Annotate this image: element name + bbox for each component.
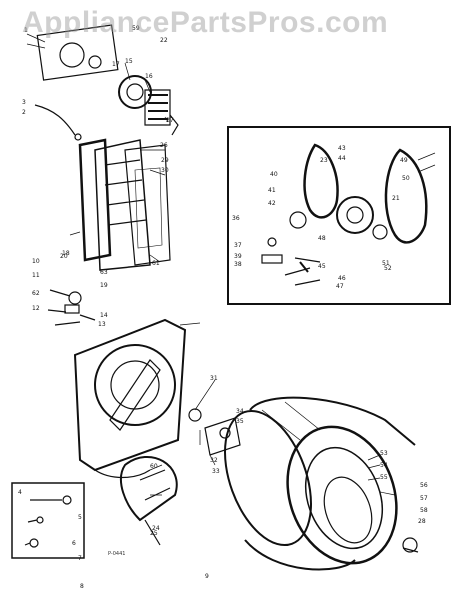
part-label-15: 15 <box>125 58 133 65</box>
part-label-27: 27 <box>166 117 174 124</box>
part-label-16: 16 <box>145 73 153 80</box>
left-small-parts <box>47 289 96 326</box>
part-label-62: 62 <box>32 290 40 297</box>
part-label-19: 19 <box>100 282 108 289</box>
part-label-12: 12 <box>32 305 40 312</box>
part-label-63: 63 <box>100 269 108 276</box>
part-label-17: 17 <box>112 61 120 68</box>
part-label-4: 4 <box>18 489 22 496</box>
part-label-10: 10 <box>32 258 40 265</box>
leader-lines <box>26 33 436 496</box>
part-label-53: 53 <box>380 450 388 457</box>
part-label-24: 24 <box>152 525 160 532</box>
part-label-39: 39 <box>234 253 242 260</box>
part-label-61: 61 <box>152 260 160 267</box>
blower-assembly <box>36 24 179 136</box>
part-label-32: 32 <box>210 457 218 464</box>
part-label-36: 36 <box>232 215 240 222</box>
part-label-55: 55 <box>380 474 388 481</box>
part-label-3: 3 <box>22 99 26 106</box>
part-label-30: 30 <box>161 167 169 174</box>
part-label-6: 6 <box>72 540 76 547</box>
part-label-54: 54 <box>380 462 388 469</box>
part-label-5: 5 <box>78 514 82 521</box>
part-label-29: 29 <box>161 157 169 164</box>
part-label-35: 35 <box>236 418 244 425</box>
part-label-25: 25 <box>150 530 158 537</box>
part-label-37: 37 <box>234 242 242 249</box>
part-label-21: 21 <box>392 195 400 202</box>
part-label-44: 44 <box>338 155 346 162</box>
part-label-22: 22 <box>160 37 168 44</box>
part-label-31: 31 <box>210 375 218 382</box>
part-label-60: 60 <box>150 463 158 470</box>
part-label-49: 49 <box>400 157 408 164</box>
part-label-1: 1 <box>24 27 28 34</box>
part-label-47: 47 <box>336 283 344 290</box>
drive-motor <box>120 455 178 546</box>
part-label-14: 14 <box>100 312 108 319</box>
part-label-40: 40 <box>270 171 278 178</box>
part-label-33: 33 <box>212 468 220 475</box>
part-label-52: 52 <box>384 265 392 272</box>
part-label-2: 2 <box>22 109 26 116</box>
part-label-13: 13 <box>98 321 106 328</box>
part-label-50: 50 <box>402 175 410 182</box>
fastener-legend-box <box>11 482 85 559</box>
part-label-28: 28 <box>418 518 426 525</box>
part-label-45: 45 <box>318 263 326 270</box>
part-label-11: 11 <box>32 272 40 279</box>
part-label-34: 34 <box>236 408 244 415</box>
part-label-26: 26 <box>160 142 168 149</box>
part-label-8: 8 <box>80 583 84 590</box>
duct-assembly <box>34 104 171 271</box>
part-label-41: 41 <box>268 187 276 194</box>
part-label-43: 43 <box>338 145 346 152</box>
rear-panel <box>73 318 187 479</box>
part-label-18: 18 <box>62 250 70 257</box>
dryer-drum <box>224 396 416 571</box>
drum-rollers <box>188 408 419 553</box>
part-label-56: 56 <box>420 482 428 489</box>
part-label-46: 46 <box>338 275 346 282</box>
part-label-59: 59 <box>132 25 140 32</box>
part-label-38: 38 <box>234 261 242 268</box>
part-label-9: 9 <box>205 573 209 580</box>
part-label-48: 48 <box>318 235 326 242</box>
part-label-58: 58 <box>420 507 428 514</box>
part-label-7: 7 <box>78 555 82 562</box>
diagram-code: P-0441 <box>108 551 126 557</box>
part-label-51: 51 <box>382 260 390 267</box>
part-label-23: 23 <box>320 157 328 164</box>
part-label-20: 20 <box>60 253 68 260</box>
belt-idler-inset <box>227 126 451 305</box>
part-label-57: 57 <box>420 495 428 502</box>
part-label-42: 42 <box>268 200 276 207</box>
